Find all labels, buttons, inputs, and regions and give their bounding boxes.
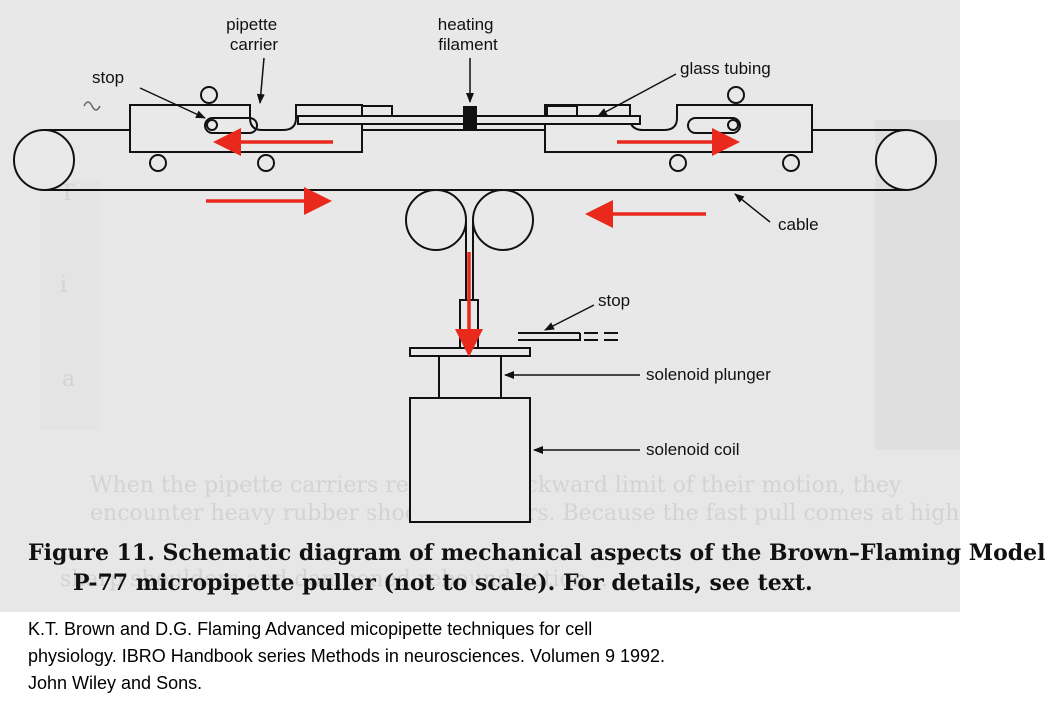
tubing-clamp-right <box>546 105 578 117</box>
citation: K.T. Brown and D.G. Flaming Advanced mic… <box>28 616 948 697</box>
pulley-left <box>13 129 75 191</box>
citation-line: John Wiley and Sons. <box>28 673 203 693</box>
leader-stop <box>139 87 206 119</box>
caption-line: P-77 micropipette puller (not to scale).… <box>73 570 813 596</box>
label-stop-solenoid: stop <box>598 291 630 310</box>
scanned-book-page: T i a When the pipette carriers reach th… <box>0 0 1046 612</box>
leader-stop-solenoid <box>544 304 595 331</box>
roller <box>782 154 800 172</box>
stop-travel-dashes <box>584 332 618 341</box>
roller <box>200 86 218 104</box>
svg-text:sharp shoulders and dampened r: sharp shoulders and dampened rebound act… <box>60 567 608 592</box>
label-heating-filament: heating filament <box>438 15 499 54</box>
pipette-carrier-left <box>129 104 363 153</box>
figure-caption: Figure 11. Schematic diagram of mechanic… <box>28 538 1046 598</box>
label-stop: stop <box>92 68 124 87</box>
citation-line: physiology. IBRO Handbook series Methods… <box>28 646 666 666</box>
leader-glass-tubing <box>597 73 677 117</box>
drive-pulley-right <box>472 189 534 251</box>
label-cable: cable <box>778 215 819 234</box>
motion-arrows <box>206 128 740 357</box>
stop-bar <box>518 332 581 341</box>
citation-line: K.T. Brown and D.G. Flaming Advanced mic… <box>28 619 593 639</box>
roller <box>257 154 275 172</box>
svg-text:T: T <box>60 181 75 206</box>
label-solenoid-coil: solenoid coil <box>646 440 740 459</box>
spring-squiggle <box>83 101 101 111</box>
roller <box>669 154 687 172</box>
drive-pulley-left <box>405 189 467 251</box>
pipette-carrier-right <box>544 104 813 153</box>
tubing-clamp-left <box>361 105 393 117</box>
slot-pin-left <box>206 119 218 131</box>
leader-cable <box>734 193 771 223</box>
roller <box>727 86 745 104</box>
label-solenoid-plunger: solenoid plunger <box>646 365 771 384</box>
label-glass-tubing: glass tubing <box>680 59 771 78</box>
svg-text:a: a <box>62 367 75 392</box>
svg-text:i: i <box>60 273 67 298</box>
roller <box>149 154 167 172</box>
solenoid-coil <box>409 397 531 523</box>
heating-filament <box>463 106 477 130</box>
puller-schematic: T i a When the pipette carriers reach th… <box>13 15 960 592</box>
leader-pipette-carrier <box>256 57 265 104</box>
caption-line: Figure 11. Schematic diagram of mechanic… <box>28 540 1046 566</box>
pulley-right <box>875 129 937 191</box>
label-pipette-carrier: pipette carrier <box>226 15 282 54</box>
solenoid-plunger <box>438 355 502 399</box>
